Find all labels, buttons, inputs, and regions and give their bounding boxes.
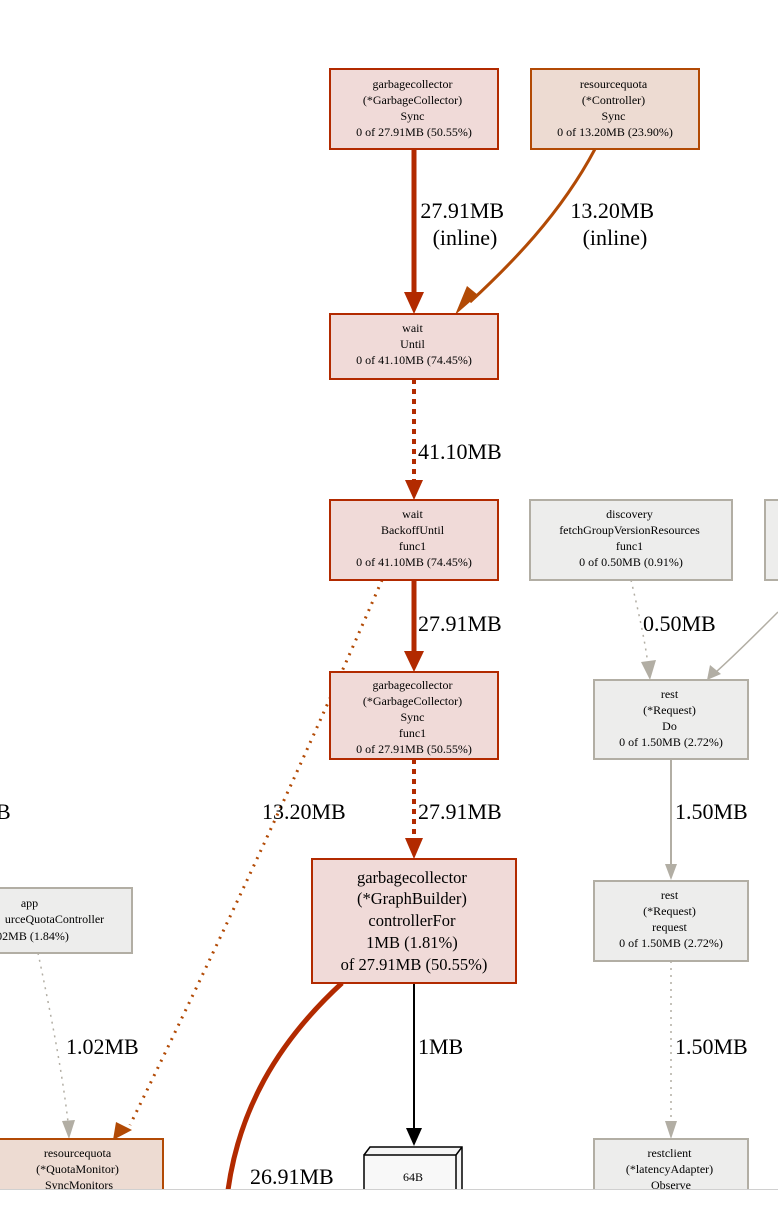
svg-text:rest (*Request) re: rest (*Request) request 0 of 1.50MB (2.7… [619,888,723,950]
svg-text:restclient (*latencyAdap: restclient (*latencyAdapter) Observe [626,1146,716,1192]
node-app-resourcequotacontroller[interactable]: app urceQuotaController .02MB (1.84%) [0,887,133,954]
svg-text:rest (*Request) Do: rest (*Request) Do 0 of 1.50MB (2.72%) [619,687,723,749]
edge-label: 1.50MB [675,799,748,824]
svg-text:garbagecollector (*Garba: garbagecollector (*GarbageCollector) Syn… [356,77,472,139]
edge-gc-sync-func1-to-graphbuilder[interactable]: 27.91MB [405,759,502,859]
edge-label: 1.02MB [66,1034,139,1059]
svg-text:wait Until 0 of 41: wait Until 0 of 41.10MB (74.45%) [356,321,472,367]
edge-wait-until-to-backoff[interactable]: 41.10MB [405,379,502,500]
edge-graphbuilder-to-64b[interactable]: 1MB [406,983,463,1146]
node-wait-until[interactable]: wait Until 0 of 41.10MB (74.45%) [329,313,499,380]
edge-backoff-to-quota-monitor[interactable]: 13.20MB [113,579,384,1140]
edge-label: 26.91MB [250,1164,334,1189]
node-garbagecollector-sync-func1[interactable]: garbagecollector (*GarbageCollector) Syn… [329,671,499,760]
edge-label: 1.50MB [675,1034,748,1059]
edge-gc-sync-to-wait-until[interactable]: 27.91MB (inline) [404,149,510,314]
node-rest-request-do[interactable]: rest (*Request) Do 0 of 1.50MB (2.72%) [593,679,749,760]
node-garbagecollector-sync[interactable]: garbagecollector (*GarbageCollector) Syn… [329,68,499,150]
node-wait-backoffuntil-func1[interactable]: wait BackoffUntil func1 0 of 41.10MB (74… [329,499,499,581]
node-graphbuilder-controllerfor[interactable]: garbagecollector (*GraphBuilder) control… [311,858,517,984]
edge-label: 0.50MB [643,611,716,636]
edge-rest-request-to-restclient[interactable]: 1.50MB [665,961,748,1139]
edge-offscreen-to-rest-do[interactable] [707,611,778,680]
edge-rest-do-to-rest-request[interactable]: 1.50MB [665,759,748,880]
svg-text:wait BackoffUntil: wait BackoffUntil func1 0 of 41.10MB (74… [356,507,472,569]
node-offscreen-right[interactable] [764,499,778,581]
edge-label-truncated: B [0,799,11,824]
svg-text:64B: 64B [403,1170,423,1184]
edge-label: 1MB [418,1034,463,1059]
edge-rq-sync-to-wait-until[interactable]: 13.20MB (inline) [455,148,660,315]
edge-label: 27.91MB [418,611,502,636]
edge-graphbuilder-down[interactable]: 26.91MB [223,981,344,1207]
svg-text:discovery fetchGroupVers: discovery fetchGroupVersionResources fun… [559,507,703,569]
node-rest-request-request[interactable]: rest (*Request) request 0 of 1.50MB (2.7… [593,880,749,962]
svg-text:garbagecollector (*Graph: garbagecollector (*GraphBuilder) control… [341,868,488,974]
node-discovery-fetchgroupversionresources[interactable]: discovery fetchGroupVersionResources fun… [529,499,733,581]
edge-label: 27.91MB (inline) [420,198,509,250]
edge-backoff-to-gc-sync-func1[interactable]: 27.91MB [404,580,502,672]
edge-label: 13.20MB [262,799,346,824]
edge-app-to-quota-monitor[interactable]: 1.02MB [37,952,139,1139]
svg-text:app urceQuotaController: app urceQuotaController .02MB (1.84%) [0,896,107,943]
edge-label: 27.91MB [418,799,502,824]
horizontal-scrollbar-track[interactable] [0,1189,778,1208]
svg-text:resourcequota (*QuotaMon: resourcequota (*QuotaMonitor) SyncMonito… [36,1146,122,1192]
edge-label: 13.20MB (inline) [570,198,659,250]
node-resourcequota-sync[interactable]: resourcequota (*Controller) Sync 0 of 13… [530,68,700,150]
svg-text:resourcequota (*Controll: resourcequota (*Controller) Sync 0 of 13… [557,77,673,139]
edge-discovery-to-rest-do[interactable]: 0.50MB [630,579,716,680]
svg-text:garbagecollector (*Garba: garbagecollector (*GarbageCollector) Syn… [356,678,472,756]
edge-label: 41.10MB [418,439,502,464]
